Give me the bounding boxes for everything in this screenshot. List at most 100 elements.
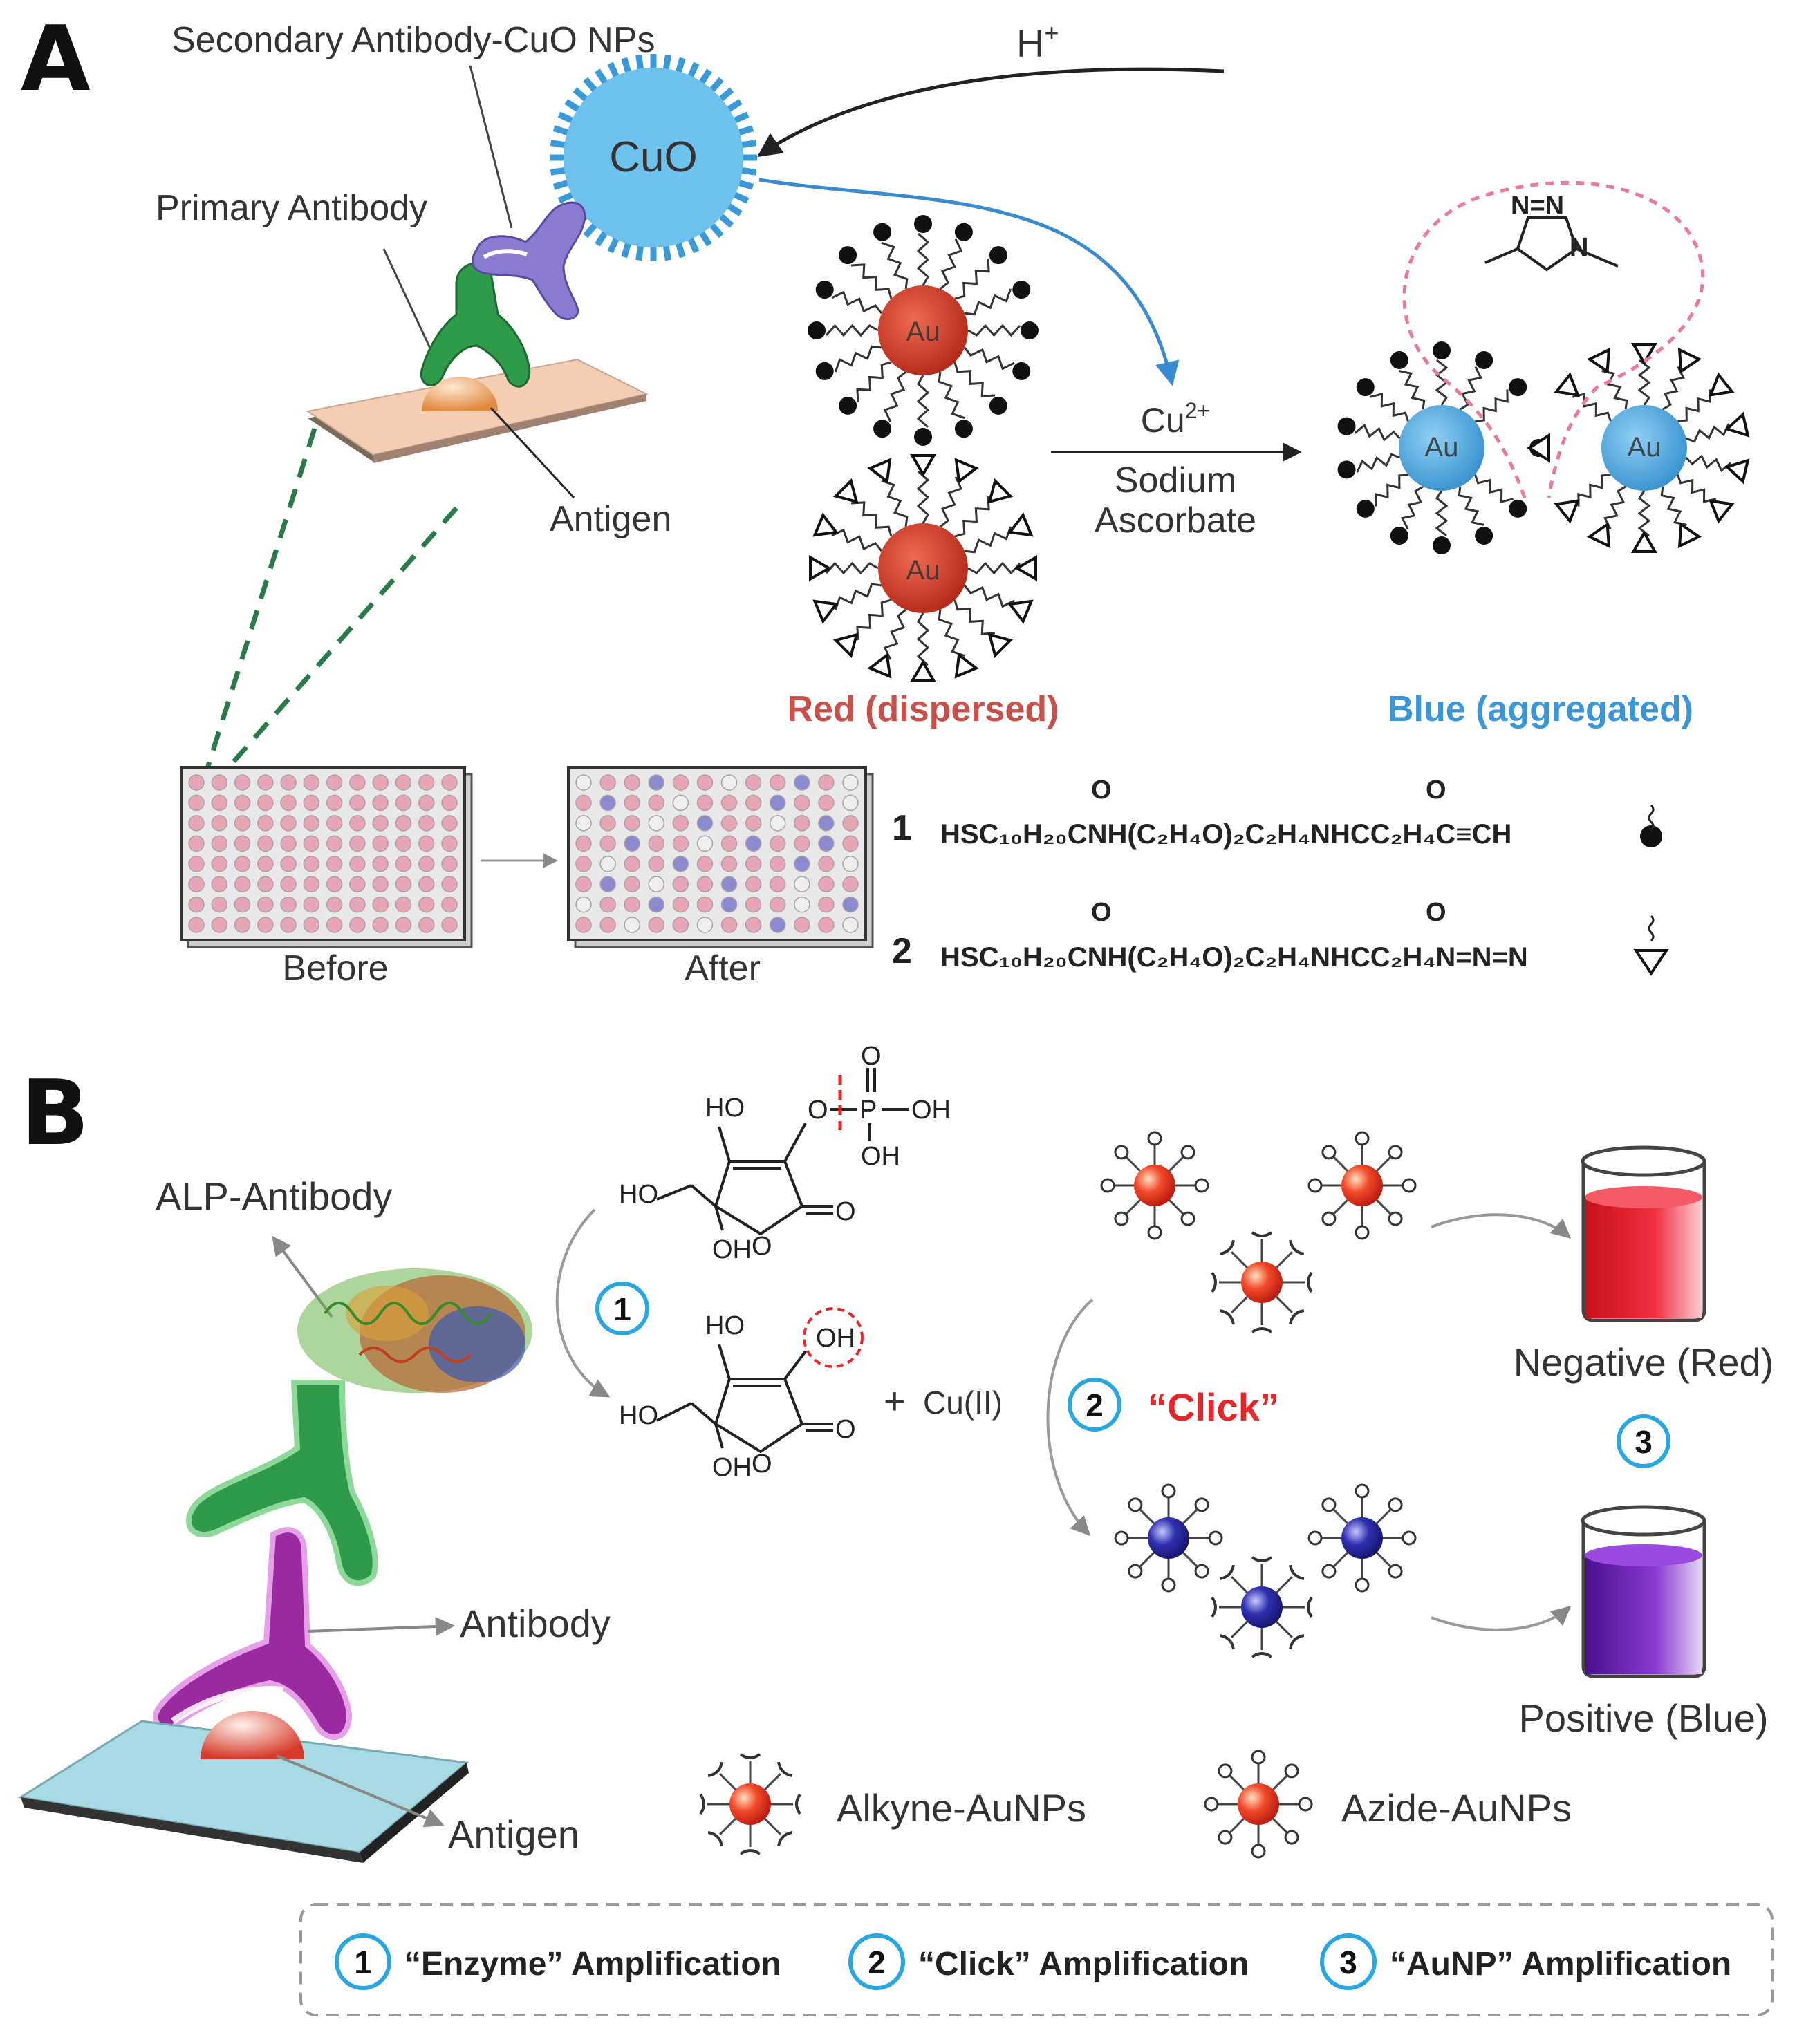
well [794, 917, 810, 933]
well [257, 855, 274, 872]
ligand-chain [1435, 490, 1449, 537]
azide-terminal-triangle [1633, 949, 1669, 976]
svg-text:“AuNP” Amplification: “AuNP” Amplification [1390, 1946, 1731, 1982]
well [745, 855, 762, 872]
well [648, 774, 665, 791]
au-label-agg-right: Au [1628, 432, 1662, 462]
well [842, 896, 859, 913]
well [745, 917, 762, 933]
alkyne-end [989, 396, 1007, 415]
well [818, 774, 835, 791]
well [326, 815, 343, 832]
well [441, 855, 458, 872]
well [818, 855, 835, 872]
cuo-spike [737, 179, 754, 190]
alkyne-end [1337, 460, 1356, 479]
well [326, 876, 343, 892]
alkyne-terminal-dot [1640, 825, 1662, 847]
carbonyl-o-1b: O [1426, 776, 1446, 805]
well [599, 815, 616, 832]
well [769, 815, 786, 832]
nanoparticle-core [1241, 1262, 1283, 1303]
ligand-chain [916, 232, 930, 286]
svg-text:OH: OH [816, 1324, 855, 1353]
ligand-chain [939, 476, 963, 528]
wavy-bond-1 [1648, 804, 1655, 832]
well [372, 917, 389, 933]
well [720, 815, 738, 832]
primary-antibody-pointer [382, 248, 434, 353]
cuo-nanoparticle-icon: CuO [550, 54, 757, 261]
svg-text:2: 2 [868, 1944, 886, 1980]
negative-label: Negative (Red) [1514, 1340, 1774, 1384]
azide-end [1630, 342, 1658, 366]
well [280, 896, 297, 913]
alkyne-aunps-label: Alkyne-AuNPs [837, 1786, 1086, 1830]
well [720, 794, 738, 812]
well [599, 835, 616, 852]
well [395, 876, 412, 892]
well [624, 774, 640, 791]
well [672, 896, 689, 913]
svg-text:1: 1 [354, 1944, 372, 1980]
amplification-legend-box [299, 1903, 1774, 2016]
cuo-spike [698, 230, 712, 247]
well [211, 794, 228, 812]
svg-text:“Click” Amplification: “Click” Amplification [918, 1946, 1249, 1982]
zoom-line-left [185, 427, 317, 831]
alkyne-end [954, 223, 973, 241]
ligand-chain [831, 290, 883, 315]
well [696, 835, 714, 852]
alkyne-end [914, 428, 932, 446]
primary-antibody-label: Primary Antibody [156, 188, 427, 228]
azide-end [1007, 512, 1034, 537]
ligand-chain [850, 263, 893, 299]
well [395, 896, 412, 913]
ligand-chain [1603, 485, 1626, 530]
ligand-chain [856, 599, 892, 641]
well [769, 876, 786, 892]
well [211, 896, 228, 913]
svg-text:HO: HO [619, 1180, 658, 1209]
well [349, 876, 366, 892]
well [372, 815, 389, 832]
well [395, 774, 412, 791]
well [349, 917, 366, 933]
cuo-spike [718, 87, 734, 102]
azide-end [909, 659, 937, 683]
alkyne-end [815, 281, 834, 299]
svg-text:N=N: N=N [1511, 191, 1564, 221]
plus-sign: + [884, 1380, 906, 1422]
well [280, 815, 297, 832]
svg-text:O: O [835, 1415, 856, 1444]
azide-end [1677, 347, 1702, 374]
svg-text:HO: HO [705, 1311, 745, 1340]
ligand-chain [1458, 486, 1484, 526]
svg-text:P: P [859, 1096, 877, 1125]
well [395, 917, 412, 933]
well [745, 774, 762, 791]
alkyne-end [815, 362, 834, 380]
svg-text:N: N [1570, 233, 1588, 262]
ligand-chain [825, 324, 879, 337]
ligand-chain [1572, 393, 1612, 422]
well [257, 774, 274, 791]
antigen-label-a: Antigen [550, 499, 671, 539]
nanoparticle-core [1241, 1586, 1283, 1628]
ligand-chain [883, 608, 907, 660]
panel-b-label: B [21, 1060, 89, 1165]
well [794, 774, 810, 791]
svg-text:HO: HO [619, 1401, 658, 1430]
carbonyl-o-1a: O [1091, 776, 1112, 805]
antigen-slide-icon [17, 1720, 469, 1863]
cuo-spike [564, 99, 581, 113]
gold-nanoparticle-aggregated-icon [1337, 341, 1550, 554]
alkyne-end [1356, 499, 1375, 518]
well [842, 815, 859, 832]
ascorbate-phosphate-structure: O O HO O P O OH OH HO OH [619, 1042, 951, 1264]
nanoparticle-core [729, 1783, 771, 1825]
capture-antibody-icon [152, 1527, 353, 1741]
step-1-arrow [555, 1208, 611, 1398]
well [280, 774, 297, 791]
well [234, 855, 251, 872]
